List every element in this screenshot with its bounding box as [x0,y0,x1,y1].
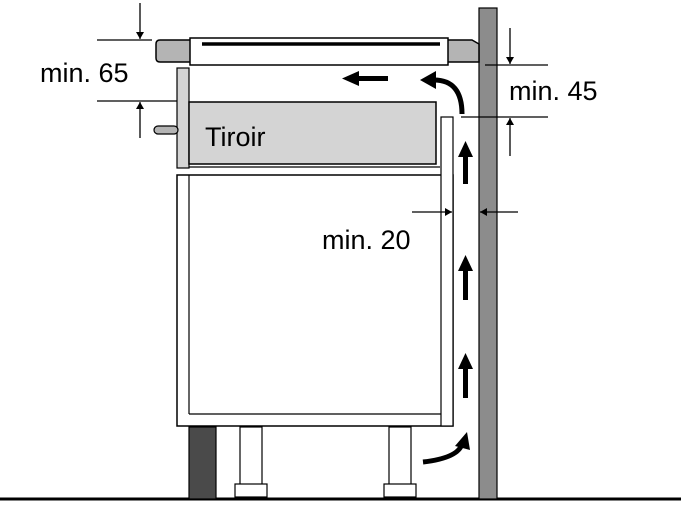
cabinet-leg [383,426,417,498]
airflow-arrow-icon [420,71,465,115]
drawer-handle [153,125,179,135]
airflow-arrow-icon [458,141,473,184]
min-45-label: min. 45 [509,76,598,106]
airflow-arrow-icon [422,432,470,465]
min-20-label: min. 20 [322,225,411,255]
wall [478,7,498,500]
dimension-min-45 [461,28,548,156]
drawer [188,101,437,165]
drawer-label: Tiroir [205,122,266,152]
airflow-arrow-icon [458,353,473,398]
plinth [188,426,217,500]
cabinet-body [176,174,454,427]
min-65-label: min. 65 [40,58,129,88]
hob [189,37,449,66]
airflow-arrow-icon [458,255,473,300]
cabinet-front-panel [176,67,190,169]
cabinet-leg [234,426,268,498]
airflow-arrow-icon [342,71,388,86]
rear-panel [440,116,454,427]
dimension-min-65 [97,3,177,138]
